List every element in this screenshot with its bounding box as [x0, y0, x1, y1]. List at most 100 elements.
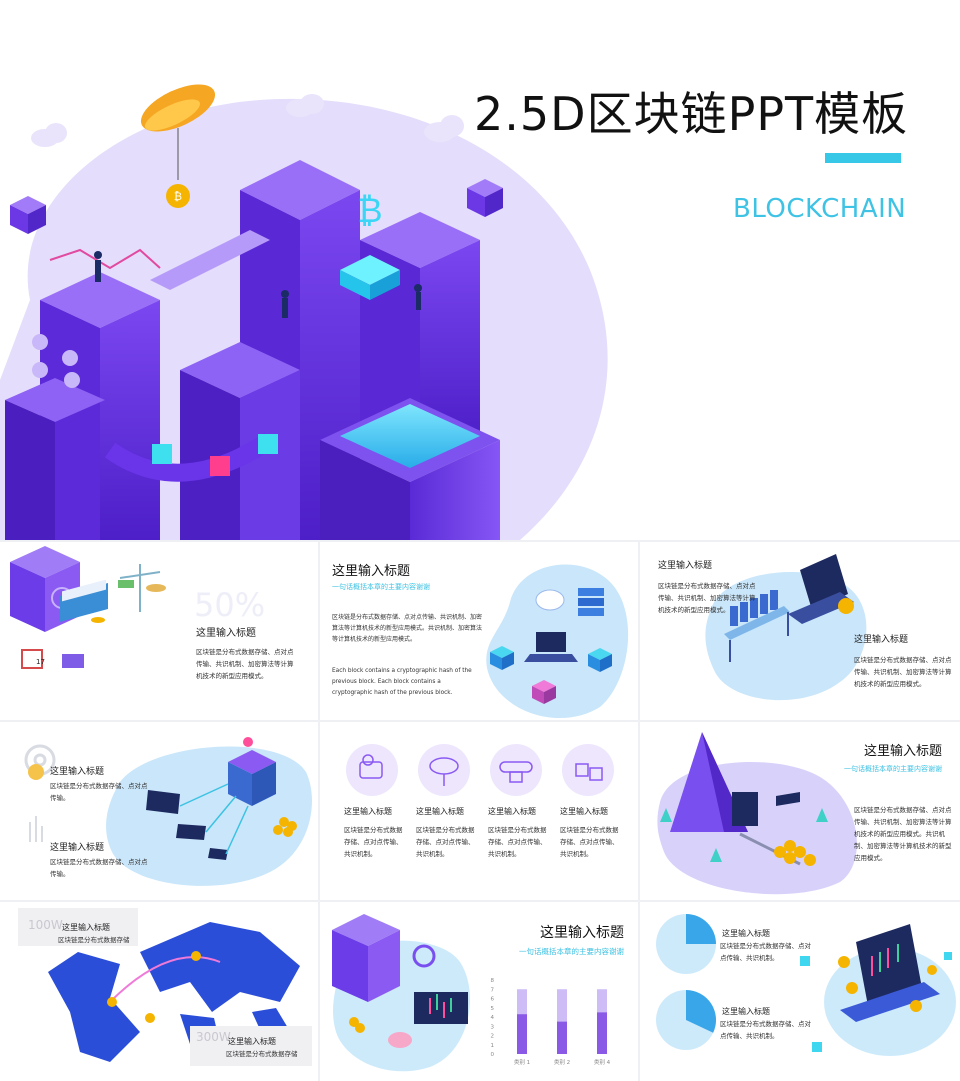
slide-title-2: 这里输入标题 [722, 1007, 770, 1016]
y-tick-label: 0 [491, 1052, 495, 1058]
server-tower-left [5, 272, 160, 540]
slide-title: 这里输入标题 [540, 925, 624, 941]
y-tick-label: 8 [491, 978, 495, 984]
slide-thumbnail-5[interactable]: 这里输入标题 区块链是分布式数据存储、点对点传输、共识机制。 这里输入标题 区块… [320, 722, 638, 900]
server-tower-right [320, 212, 500, 540]
slide-title-1: 这里输入标题 [50, 767, 105, 777]
calendar-day: 17 [36, 658, 45, 666]
stat-label-1: 100W [28, 918, 63, 932]
pie-slice-1 [686, 914, 716, 944]
slide-title: 这里输入标题 [196, 628, 256, 639]
slide-body-1: 区块链是分布式数据存储、点对点传输。 [50, 782, 148, 802]
coin-icon [107, 951, 201, 1023]
vault-illustration [332, 914, 470, 1072]
calendar-icon [21, 649, 43, 669]
x-tick-label: 类别 2 [554, 1058, 570, 1066]
slide-body-2: 区块链是分布式数据存储 [226, 1050, 298, 1058]
item-title-2: 这里输入标题 [416, 807, 464, 816]
item-body-2: 区块链是分布式数据存储、点对点传输、共识机制。 [416, 826, 475, 858]
safe-illustration [10, 546, 166, 669]
watermark-percent: 50% [194, 586, 266, 624]
piggy-bank-icon [388, 1032, 412, 1048]
slide-title-1: 这里输入标题 [62, 923, 110, 932]
y-tick-label: 4 [491, 1015, 495, 1021]
slide-body: 区块链是分布式数据存储、点对点传输、共识机制、加密算法等计算机技术的新型应用模式… [196, 648, 294, 680]
slide-title-2: 这里输入标题 [50, 843, 105, 853]
slide-thumbnail-9[interactable]: 这里输入标题 区块链是分布式数据存储、点对点传输、共识机制。 这里输入标题 区块… [640, 902, 960, 1081]
slide-thumbnail-7[interactable]: 100W 这里输入标题 区块链是分布式数据存储 300W 这里输入标题 区块链是… [0, 902, 318, 1081]
item-body-1: 区块链是分布式数据存储、点对点传输、共识机制。 [344, 826, 403, 858]
signpost-icon [776, 792, 800, 806]
coin-icon [28, 764, 44, 780]
world-map-illustration [18, 908, 312, 1066]
calculator-icon [62, 654, 84, 668]
floating-cube-icon [10, 179, 503, 234]
coin-pile-icon [774, 840, 816, 866]
laptop-icon [146, 790, 180, 814]
person-icon [94, 251, 422, 318]
y-tick-label: 3 [491, 1024, 495, 1030]
slide-thumbnail-6[interactable]: 这里输入标题 一句话概括本章的主要内容谢谢 区块链是分布式数据存储、点对点传输、… [640, 722, 960, 900]
coin-icon [838, 956, 937, 1012]
slide-thumbnail-1[interactable]: 17 50% 这里输入标题 区块链是分布式数据存储、点对点传输、共识机制、加密算… [0, 542, 318, 720]
slide-body-bottom: 区块链是分布式数据存储、点对点传输、共识机制、加密算法等计算机技术的新型应用模式… [854, 656, 952, 688]
laptop-icon [536, 632, 566, 652]
bar [557, 1021, 567, 1054]
y-tick-label: 5 [491, 1006, 495, 1012]
conveyor [104, 432, 275, 482]
cloud-icon [535, 589, 565, 611]
slide-thumbnail-4[interactable]: 这里输入标题 区块链是分布式数据存储、点对点传输。 这里输入标题 区块链是分布式… [0, 722, 318, 900]
coin-icon [838, 598, 854, 614]
pie-illustration [656, 914, 956, 1056]
svg-text:₿: ₿ [357, 191, 382, 231]
info-card-1 [18, 908, 138, 946]
server-stack-icon [578, 588, 604, 616]
slide-body-en: Each block contains a cryptographic hash… [332, 668, 472, 696]
slide-thumbnail-3[interactable]: 这里输入标题 区块链是分布式数据存储、点对点传输、共识机制、加密算法等计算机技术… [640, 542, 960, 720]
cloud-key-icon [418, 744, 470, 796]
server-box-icon [228, 737, 276, 806]
slide-body-cn: 区块链是分布式数据存储、点对点传输、共识机制、加密算法等计算机技术的新型应用模式… [332, 614, 483, 643]
scale-icon [119, 564, 161, 612]
y-tick-label: 1 [491, 1043, 495, 1049]
item-body-3: 区块链是分布式数据存储、点对点传输、共识机制。 [488, 826, 547, 858]
phone-icon [208, 848, 228, 860]
coin-icon [349, 1017, 365, 1033]
chart-screen-icon [414, 992, 468, 1024]
slide-body-2: 区块链是分布式数据存储、点对点传输。 [50, 858, 148, 878]
item-title-1: 这里输入标题 [344, 807, 392, 816]
chain-lock-icon [490, 744, 542, 796]
network-illustration [486, 564, 629, 719]
chart-line [49, 248, 161, 270]
y-tick-label: 2 [491, 1034, 495, 1040]
svg-text:₿: ₿ [174, 190, 182, 203]
slide-thumbnail-2[interactable]: 这里输入标题 一句话概括本章的主要内容谢谢 区块链是分布式数据存储、点对点传输、… [320, 542, 638, 720]
icon-row-illustration [346, 744, 614, 796]
slide-body-1: 区块链是分布式数据存储 [58, 936, 130, 944]
blimp-icon: ₿ [140, 84, 216, 208]
mining-rack-icon [730, 590, 778, 626]
vault-dial-icon [412, 944, 436, 968]
slide-title: 这里输入标题 [332, 564, 411, 579]
mine-entrance [732, 792, 758, 826]
slide-body-1: 区块链是分布式数据存储、点对点传输、共识机制。 [720, 942, 811, 962]
pie-slice-2 [686, 990, 716, 1033]
stat-label-2: 300W [196, 1030, 231, 1044]
node-cube-icon [490, 646, 612, 704]
slide-title: 这里输入标题 [863, 744, 942, 759]
x-tick-label: 类别 1 [514, 1058, 530, 1066]
mining-rig-illustration [705, 554, 867, 701]
bitcoin-hologram-icon: ₿ [340, 191, 400, 300]
coin-pile-icon [273, 817, 297, 837]
hero-slide: ₿ [0, 0, 960, 540]
y-tick-label: 6 [491, 997, 495, 1003]
slide-title-1: 这里输入标题 [722, 929, 770, 938]
cloud-icon [31, 94, 464, 147]
item-title-3: 这里输入标题 [488, 807, 536, 816]
bar-chart-icon [29, 816, 43, 842]
y-tick-label: 7 [491, 987, 495, 993]
coin-stack-icon [346, 744, 398, 796]
bar [597, 1012, 607, 1054]
page-subtitle: BLOCKCHAIN [733, 194, 907, 224]
